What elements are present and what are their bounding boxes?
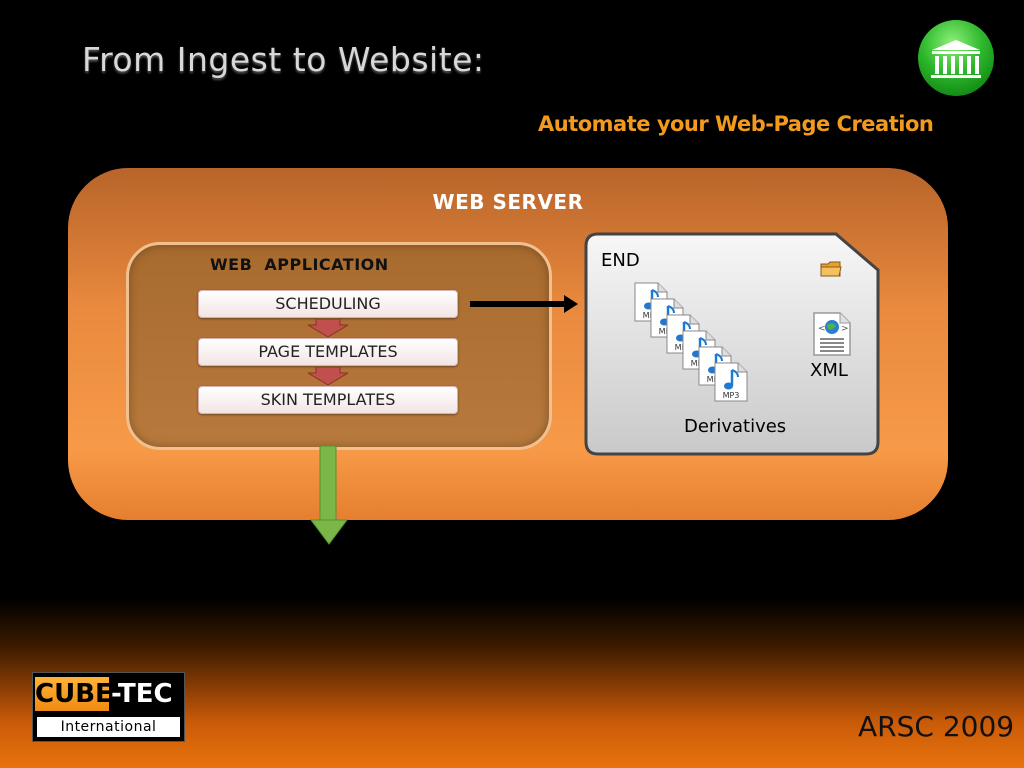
cube-tec-logo-cube: CUBE (35, 677, 113, 711)
web-server-label: WEB SERVER (0, 190, 1024, 214)
step-scheduling: SCHEDULING (198, 290, 458, 318)
folder-icon (820, 261, 842, 277)
down-arrow-icon (308, 319, 348, 337)
cube-tec-logo: CUBE -TEC International (32, 672, 185, 742)
xml-file-icon: < > (813, 312, 851, 356)
svg-text:<: < (818, 324, 826, 334)
mp3-badge-text: MP3 (723, 391, 740, 400)
down-arrow-icon (308, 367, 348, 385)
web-application-label: WEB APPLICATION (210, 255, 389, 274)
cube-tec-logo-tec: -TEC (111, 679, 173, 709)
slide-title: From Ingest to Website: (82, 40, 485, 79)
slide-subtitle: Automate your Web-Page Creation (538, 112, 934, 136)
footer-text: ARSC 2009 (858, 710, 1015, 743)
mp3-file-icon: MP3 (714, 362, 748, 402)
step-skin-templates: SKIN TEMPLATES (198, 386, 458, 414)
web-server-label-text: WEB SERVER (432, 190, 584, 214)
output-arrow-icon (310, 446, 348, 545)
xml-label: XML (810, 360, 848, 381)
derivatives-label: Derivatives (684, 416, 787, 437)
building-logo-icon (918, 20, 994, 96)
cube-tec-logo-international: International (37, 717, 180, 737)
svg-text:>: > (841, 324, 849, 334)
step-page-templates: PAGE TEMPLATES (198, 338, 458, 366)
end-label: END (601, 250, 640, 271)
right-arrow-icon (470, 295, 578, 313)
